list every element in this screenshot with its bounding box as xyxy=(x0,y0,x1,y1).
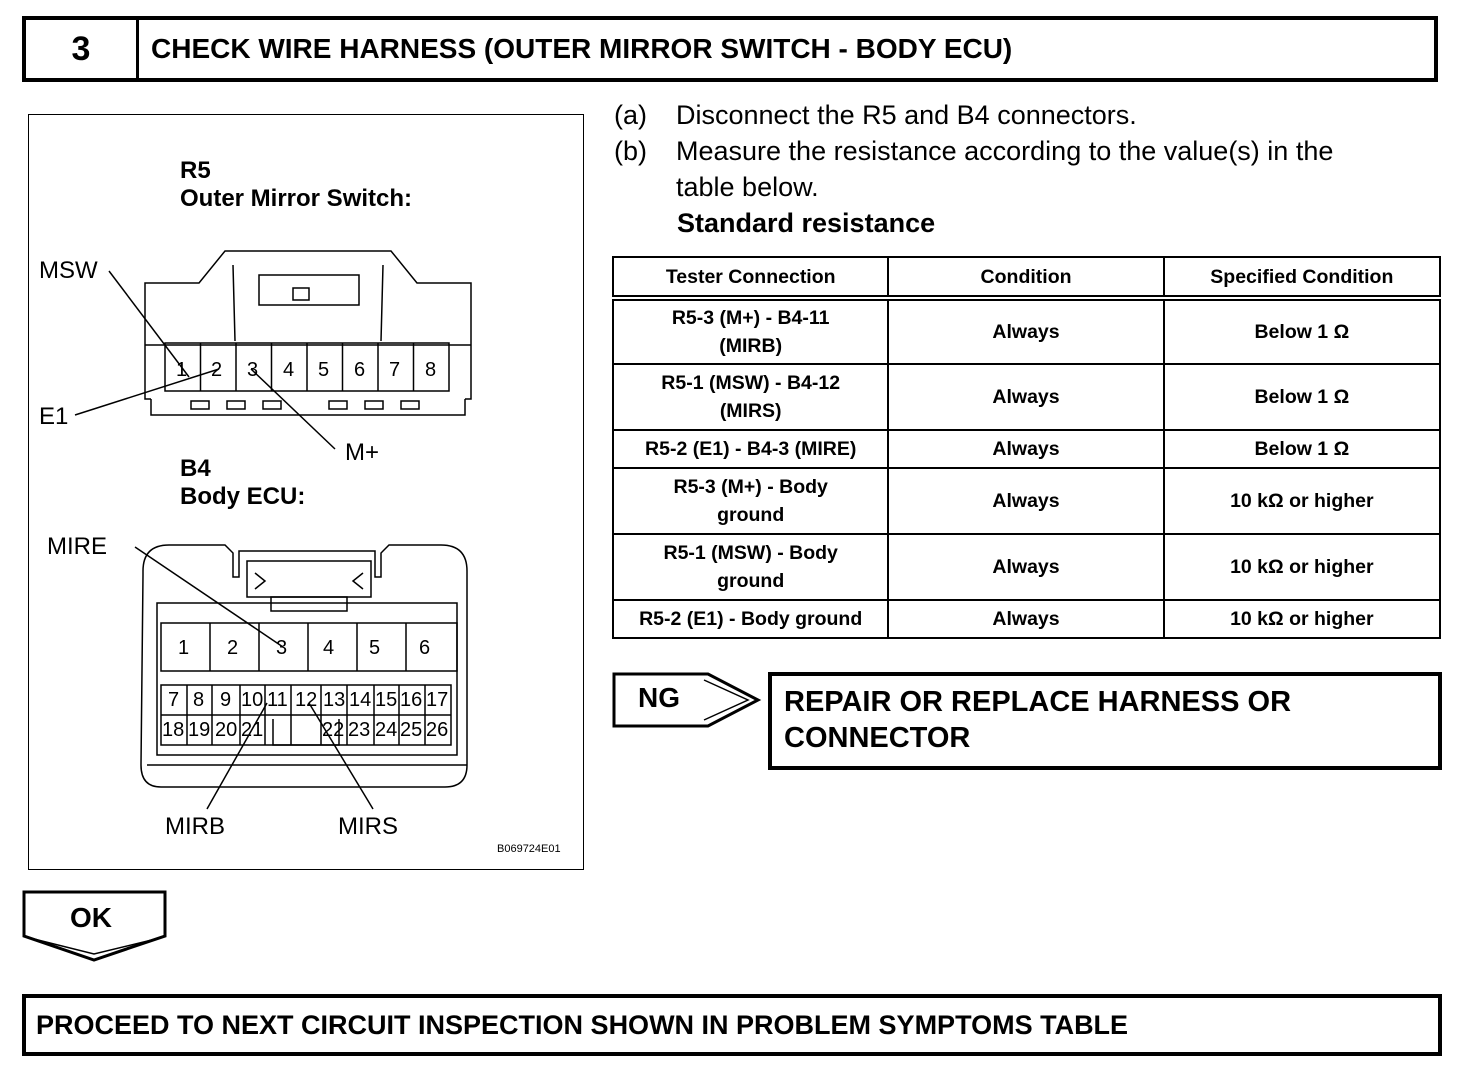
step-number: 3 xyxy=(26,20,139,78)
spec-cell: 10 kΩ or higher xyxy=(1162,533,1442,601)
b4-pin: 8 xyxy=(193,689,205,711)
e1-label: E1 xyxy=(39,403,69,430)
step-b-text: Measure the resistance according to the … xyxy=(676,136,1334,166)
step-title: CHECK WIRE HARNESS (OUTER MIRROR SWITCH … xyxy=(151,33,1013,64)
b4-pin: 11 xyxy=(267,689,288,711)
r5-connector-code: R5 xyxy=(180,157,211,184)
resistance-table: Tester Connection Condition Specified Co… xyxy=(611,256,1442,639)
r5-pin: 4 xyxy=(283,359,295,381)
b4-pin: 24 xyxy=(375,719,398,741)
connector-drawing xyxy=(74,250,472,810)
b4-pin: 21 xyxy=(241,719,264,741)
tester-connection-cell: R5-3 (M+) - B4-11(MIRB) xyxy=(611,297,890,365)
ng-action-line1: REPAIR OR REPLACE HARNESS OR xyxy=(784,686,1292,718)
column-header: Specified Condition xyxy=(1162,256,1442,299)
r5-connector-name: Outer Mirror Switch: xyxy=(180,185,413,212)
ok-arrow-shape xyxy=(22,890,167,962)
mirb-label: MIRB xyxy=(165,813,225,840)
b4-pin: 9 xyxy=(220,689,232,711)
standard-resistance-heading: Standard resistance xyxy=(677,208,936,238)
ok-arrow: OK xyxy=(22,890,168,964)
b4-pin: 16 xyxy=(400,689,423,711)
msw-label: MSW xyxy=(39,257,98,284)
r5-pin: 2 xyxy=(211,359,223,381)
step-header: 3 CHECK WIRE HARNESS (OUTER MIRROR SWITC… xyxy=(22,16,1438,82)
b4-pin: 19 xyxy=(188,719,211,741)
r5-pin: 8 xyxy=(425,359,437,381)
spec-cell: 10 kΩ or higher xyxy=(1162,467,1442,535)
b4-pin: 20 xyxy=(215,719,238,741)
spec-cell: 10 kΩ or higher xyxy=(1162,599,1442,639)
b4-pin: 5 xyxy=(369,637,381,659)
b4-pin: 7 xyxy=(168,689,180,711)
mirs-label: MIRS xyxy=(338,813,398,840)
ng-action-line2: CONNECTOR xyxy=(784,722,971,754)
b4-pin: 18 xyxy=(162,719,185,741)
ok-label: OK xyxy=(70,902,112,933)
b4-pin: 6 xyxy=(419,637,431,659)
b4-pin: 10 xyxy=(241,689,264,711)
condition-cell: Always xyxy=(887,429,1165,469)
b4-pin: 13 xyxy=(323,689,346,711)
table-row: R5-2 (E1) - B4-3 (MIRE) Always Below 1 Ω xyxy=(611,429,1442,469)
figure-code: B069724E01 xyxy=(497,843,561,855)
final-action-text: PROCEED TO NEXT CIRCUIT INSPECTION SHOWN… xyxy=(36,1009,1129,1040)
condition-cell: Always xyxy=(887,599,1165,639)
tester-connection-cell: R5-2 (E1) - Body ground xyxy=(611,599,890,639)
b4-pin: 3 xyxy=(276,637,288,659)
b4-pin: 1 xyxy=(178,637,190,659)
step-b-text-line2: table below. xyxy=(676,172,819,202)
connector-diagram: R5 Outer Mirror Switch: 1 2 3 4 5 6 7 8 … xyxy=(28,114,584,870)
condition-cell: Always xyxy=(887,533,1165,601)
table-row: R5-3 (M+) - B4-11(MIRB) Always Below 1 Ω xyxy=(611,297,1442,365)
spec-cell: Below 1 Ω xyxy=(1162,297,1442,365)
b4-pin: 17 xyxy=(426,689,449,711)
b4-pin: 25 xyxy=(400,719,423,741)
b4-connector-code: B4 xyxy=(180,455,211,482)
b4-pin: 23 xyxy=(348,719,371,741)
column-header: Tester Connection xyxy=(611,256,890,299)
table-row: R5-2 (E1) - Body ground Always 10 kΩ or … xyxy=(611,599,1442,639)
column-header: Condition xyxy=(887,256,1165,299)
condition-cell: Always xyxy=(887,297,1165,365)
table-row: R5-1 (MSW) - B4-12(MIRS) Always Below 1 … xyxy=(611,363,1442,431)
spec-cell: Below 1 Ω xyxy=(1162,429,1442,469)
tester-connection-cell: R5-2 (E1) - B4-3 (MIRE) xyxy=(611,429,890,469)
step-a-label: (a) xyxy=(614,100,647,130)
b4-connector-name: Body ECU: xyxy=(180,483,306,510)
ng-action-box: REPAIR OR REPLACE HARNESS OR CONNECTOR xyxy=(768,672,1442,770)
condition-cell: Always xyxy=(887,467,1165,535)
table-header-row: Tester Connection Condition Specified Co… xyxy=(611,256,1442,299)
r5-pin: 3 xyxy=(247,359,259,381)
ng-arrow: NG xyxy=(612,672,762,728)
r5-pin: 7 xyxy=(389,359,401,381)
mire-label: MIRE xyxy=(47,533,107,560)
b4-pin: 15 xyxy=(375,689,398,711)
b4-pin: 12 xyxy=(295,689,318,711)
b4-pin: 26 xyxy=(426,719,449,741)
final-action-box: PROCEED TO NEXT CIRCUIT INSPECTION SHOWN… xyxy=(22,994,1442,1056)
ng-label: NG xyxy=(638,682,680,713)
b4-pin: 14 xyxy=(349,689,372,711)
step-b-label: (b) xyxy=(614,136,647,166)
condition-cell: Always xyxy=(887,363,1165,431)
b4-pin: 22 xyxy=(322,719,345,741)
spec-cell: Below 1 Ω xyxy=(1162,363,1442,431)
r5-pin: 6 xyxy=(354,359,366,381)
ng-arrow-shape xyxy=(612,672,762,728)
tester-connection-cell: R5-1 (MSW) - B4-12(MIRS) xyxy=(611,363,890,431)
step-a-text: Disconnect the R5 and B4 connectors. xyxy=(676,100,1137,130)
m-plus-label: M+ xyxy=(345,439,380,466)
r5-pin: 5 xyxy=(318,359,330,381)
b4-pin: 2 xyxy=(227,637,239,659)
b4-pin: 4 xyxy=(323,637,335,659)
r5-pin: 1 xyxy=(176,359,188,381)
